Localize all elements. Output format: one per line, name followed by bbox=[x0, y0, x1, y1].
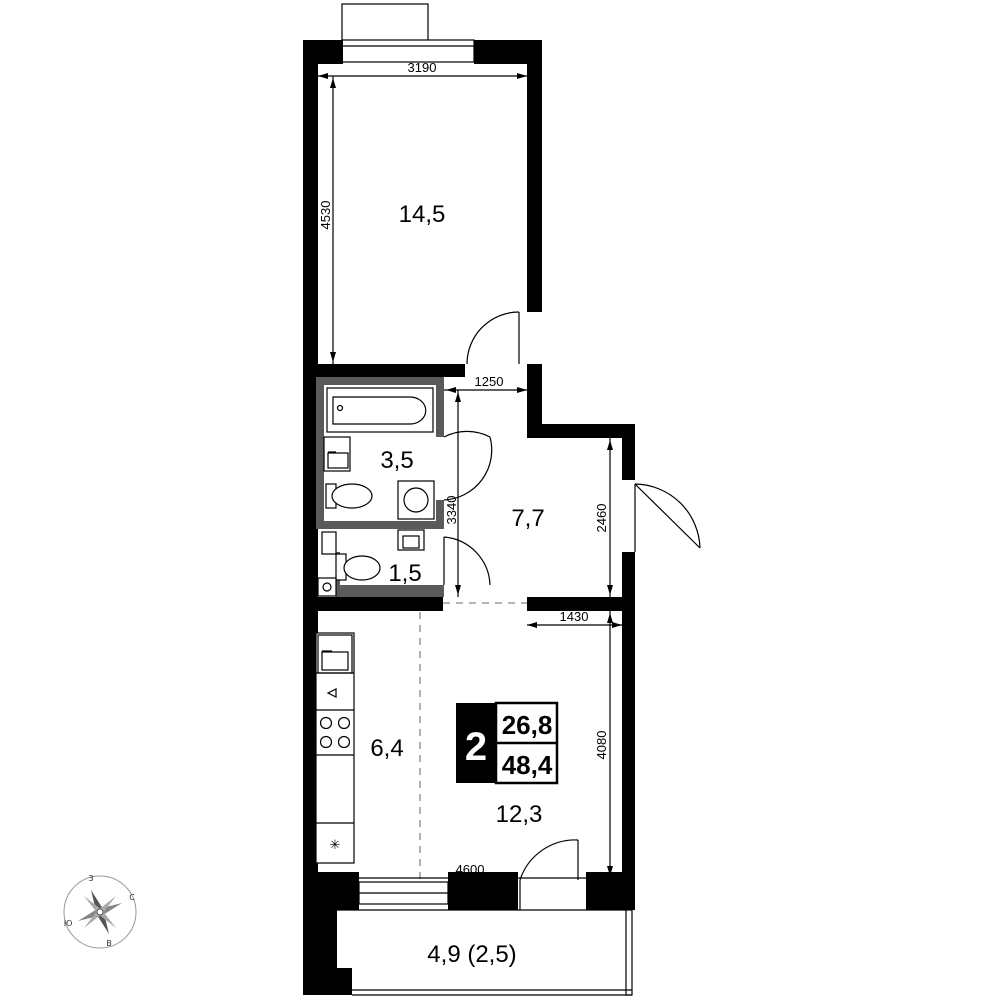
dim-bedroom-length-label: 4530 bbox=[318, 201, 333, 230]
living-area-label: 12,3 bbox=[496, 801, 543, 828]
washing-machine bbox=[397, 480, 435, 520]
dim-living-width-label: 4600 bbox=[456, 862, 485, 877]
dim-living-width: 4600 bbox=[318, 862, 622, 881]
toilet-fixtures bbox=[317, 529, 425, 597]
interior-walls bbox=[303, 364, 635, 611]
bedroom-area-label: 14,5 bbox=[399, 201, 446, 228]
dim-living-offset-label: 1430 bbox=[560, 609, 589, 624]
dim-hall-door-span: 2460 bbox=[594, 438, 613, 597]
dim-bedroom-length: 4530 bbox=[318, 76, 336, 364]
compass-north: С bbox=[129, 893, 135, 902]
dim-bedroom-width: 3190 bbox=[318, 60, 527, 79]
bathroom-sink bbox=[323, 436, 351, 472]
bedroom-door bbox=[466, 311, 520, 365]
balcony bbox=[337, 909, 633, 996]
living-area-total: 26,8 bbox=[502, 710, 553, 740]
entrance-door bbox=[634, 483, 701, 552]
kitchen-counter: ✳ bbox=[315, 632, 355, 864]
bedroom-window bbox=[341, 3, 475, 63]
area-summary-badge: 2 26,8 48,4 bbox=[456, 701, 559, 785]
compass-east: В bbox=[106, 939, 112, 948]
dim-hall-width-label: 1250 bbox=[475, 374, 504, 389]
fridge-icon: ✳ bbox=[330, 837, 341, 852]
balcony-area-label: 4,9 (2,5) bbox=[427, 941, 516, 968]
balcony-door bbox=[519, 839, 579, 910]
dim-living-length: 4080 bbox=[594, 611, 613, 878]
dim-bath-length: 3340 bbox=[444, 390, 461, 597]
hallway-area-label: 7,7 bbox=[511, 505, 544, 532]
compass-west: З bbox=[88, 874, 93, 883]
dim-living-offset: 1430 bbox=[527, 609, 622, 628]
compass-south: Ю bbox=[64, 919, 73, 928]
compass-rose: З С Ю В bbox=[63, 874, 137, 949]
dim-living-length-label: 4080 bbox=[594, 731, 609, 760]
dim-hall-door-span-label: 2460 bbox=[594, 504, 609, 533]
bathroom-toilet bbox=[325, 483, 373, 509]
bathtub bbox=[326, 387, 434, 433]
dim-bedroom-width-label: 3190 bbox=[408, 60, 437, 75]
rooms-count: 2 bbox=[465, 725, 487, 769]
living-window bbox=[358, 881, 449, 905]
toilet-area-label: 1,5 bbox=[388, 560, 421, 587]
kitchen-area-label: 6,4 bbox=[370, 735, 403, 762]
dim-bath-length-label: 3340 bbox=[444, 496, 459, 525]
total-area: 48,4 bbox=[502, 750, 553, 780]
bathroom-door bbox=[443, 430, 493, 501]
toilet-door bbox=[443, 536, 491, 586]
bathroom-area-label: 3,5 bbox=[380, 447, 413, 474]
